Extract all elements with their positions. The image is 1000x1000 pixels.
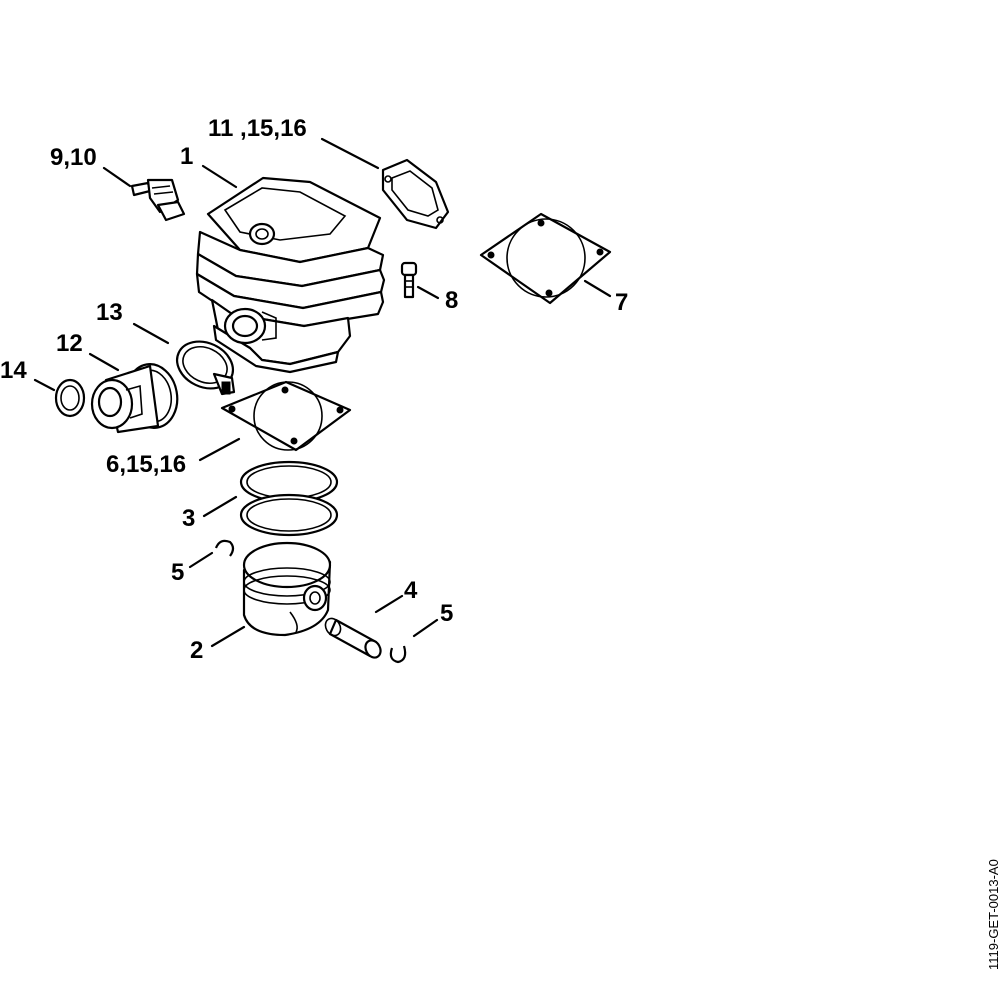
- callout-11-15-16: 11 ,15,16: [208, 115, 307, 142]
- hose-clamp-part: [176, 340, 236, 396]
- callout-8: 8: [445, 287, 458, 314]
- circlip-right-part: [389, 645, 407, 664]
- callout-14: 14: [0, 357, 27, 384]
- leader-13: [132, 322, 170, 345]
- callout-9-10: 9,10: [50, 144, 97, 171]
- callout-12: 12: [56, 330, 83, 357]
- leader-12: [88, 352, 120, 372]
- leader-5a: [188, 551, 214, 569]
- callout-7: 7: [615, 289, 628, 316]
- cylinder-gasket-part: [220, 380, 352, 452]
- retaining-ring-part: [54, 378, 86, 418]
- callout-5a: 5: [171, 559, 184, 586]
- leader-11-15-16: [320, 137, 380, 170]
- cylinder-base-gasket-part: [479, 212, 612, 305]
- circlip-left-part: [214, 539, 235, 557]
- leader-2: [210, 625, 246, 648]
- leader-14: [33, 378, 56, 392]
- screw-part: [400, 261, 418, 299]
- callout-1: 1: [180, 143, 193, 170]
- intake-manifold-part: [90, 363, 179, 434]
- piston-pin-part: [324, 617, 382, 659]
- callout-13: 13: [96, 299, 123, 326]
- leader-7: [583, 279, 612, 298]
- piston-rings-part: [239, 460, 339, 537]
- leader-9-10: [102, 166, 132, 188]
- leader-8: [416, 285, 440, 300]
- callout-4: 4: [404, 577, 418, 604]
- leader-6-15-16: [198, 437, 241, 462]
- decompression-valve-part: [130, 178, 186, 222]
- callout-2: 2: [190, 637, 203, 664]
- exhaust-gasket-part: [381, 158, 450, 230]
- callout-5b: 5: [440, 600, 453, 627]
- cylinder-part: [195, 176, 386, 374]
- leader-5b: [412, 618, 439, 638]
- leader-3: [202, 495, 238, 518]
- callout-6-15-16: 6,15,16: [106, 451, 186, 478]
- piston-part: [242, 541, 332, 637]
- callout-3: 3: [182, 505, 195, 532]
- document-id: 1119-GET-0013-A0: [986, 859, 1000, 970]
- leader-1: [201, 164, 238, 189]
- leader-4: [374, 594, 404, 614]
